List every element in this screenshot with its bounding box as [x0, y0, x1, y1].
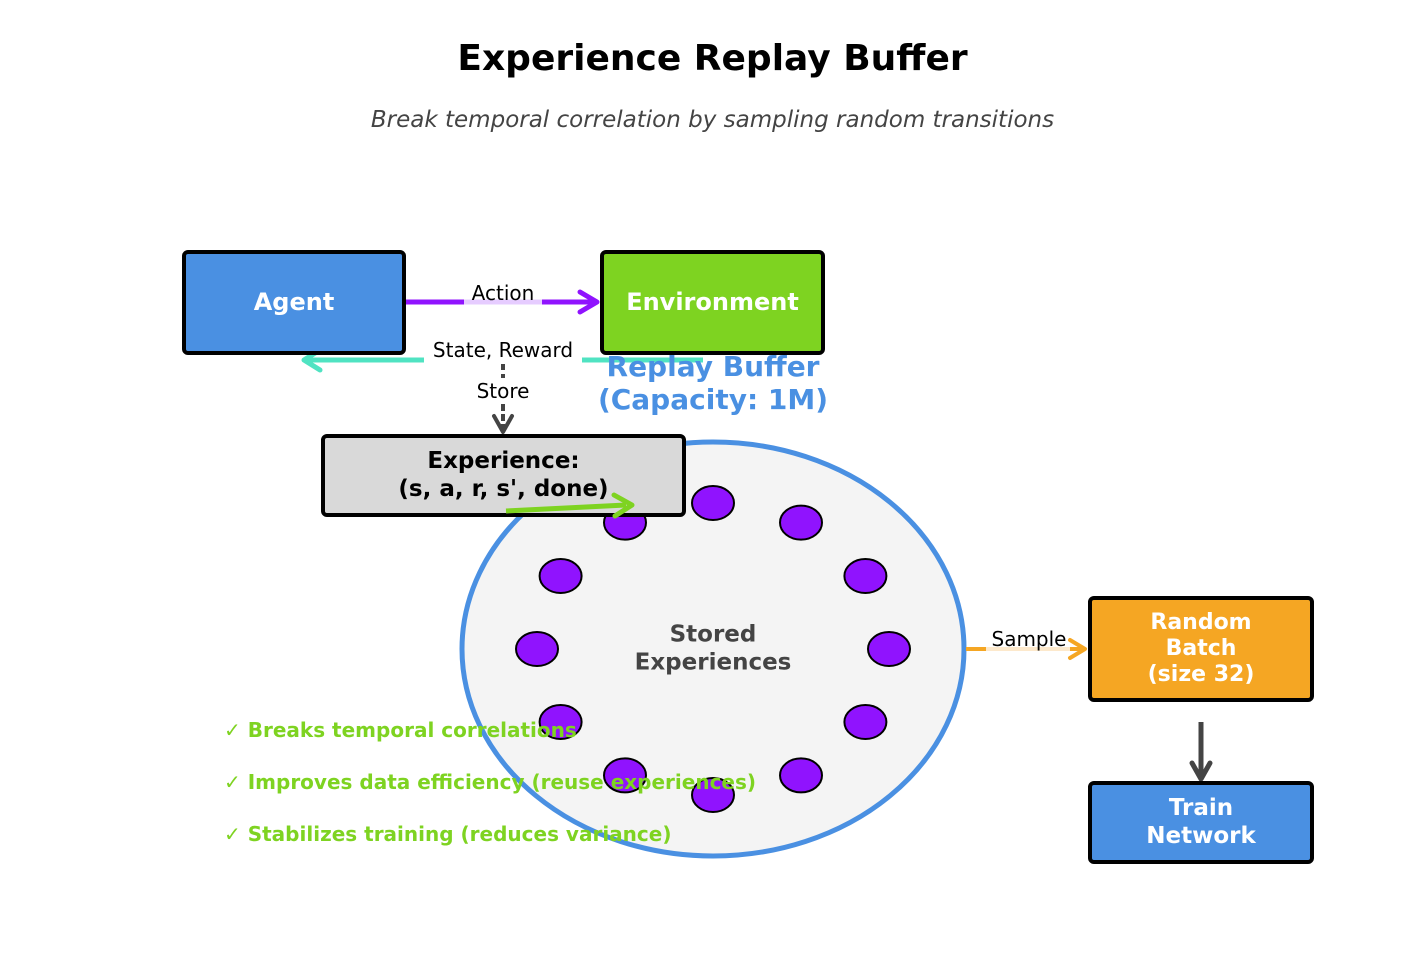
store-arrow — [492, 364, 514, 434]
stored-experiences-label: Stored Experiences — [635, 621, 792, 676]
train-network-label-line2: Network — [1146, 822, 1256, 849]
state-reward-label: State, Reward — [432, 338, 574, 362]
benefit-item: ✓ Improves data efficiency (reuse experi… — [224, 770, 757, 794]
agent-label: Agent — [253, 288, 335, 317]
sample-label: Sample — [991, 627, 1067, 651]
agent-box: Agent — [182, 250, 406, 355]
stored-experience-dot — [538, 704, 583, 740]
experience-box: Experience: (s, a, r, s', done) — [321, 434, 686, 517]
train-network-label-line1: Train — [1168, 795, 1234, 822]
train-network-box: Train Network — [1088, 781, 1314, 864]
random-batch-label-line1: Random — [1150, 610, 1252, 636]
diagram-title: Experience Replay Buffer — [457, 38, 968, 79]
stored-experience-dot — [867, 631, 911, 667]
stored-experience-dot — [538, 558, 583, 594]
stored-experiences-line1: Stored — [669, 621, 757, 648]
stored-experience-dot — [691, 777, 735, 813]
experience-label-line1: Experience: — [427, 448, 580, 475]
train-arrow — [1189, 722, 1213, 782]
replay-buffer-title: Replay Buffer (Capacity: 1M) — [598, 350, 828, 416]
random-batch-label-line3: (size 32) — [1147, 661, 1255, 687]
stored-experiences-line2: Experiences — [634, 649, 792, 675]
benefit-item: ✓ Breaks temporal correlations — [224, 718, 577, 742]
stored-experience-dot — [779, 504, 823, 541]
sample-arrow — [966, 638, 1087, 660]
store-label: Store — [476, 379, 530, 403]
random-batch-label-line2: Batch — [1165, 636, 1237, 662]
replay-buffer-ellipse — [459, 439, 967, 859]
random-batch-box: Random Batch (size 32) — [1088, 596, 1314, 702]
action-label: Action — [471, 281, 535, 305]
environment-label: Environment — [626, 288, 799, 317]
benefit-item: ✓ Stabilizes training (reduces variance) — [224, 822, 672, 846]
stored-experience-dot — [843, 558, 888, 594]
stored-experience-dot — [779, 757, 823, 794]
experience-label-line2: (s, a, r, s', done) — [398, 475, 609, 502]
replay-buffer-title-line1: Replay Buffer — [606, 349, 820, 383]
action-arrow — [403, 289, 600, 315]
replay-buffer-title-line2: (Capacity: 1M) — [597, 383, 829, 416]
stored-experience-dot — [515, 631, 559, 667]
stored-experience-dot — [691, 485, 735, 521]
stored-experience-dot — [603, 757, 647, 794]
environment-box: Environment — [600, 250, 825, 355]
diagram-subtitle: Break temporal correlation by sampling r… — [370, 107, 1055, 133]
stored-experience-dot — [843, 704, 888, 740]
